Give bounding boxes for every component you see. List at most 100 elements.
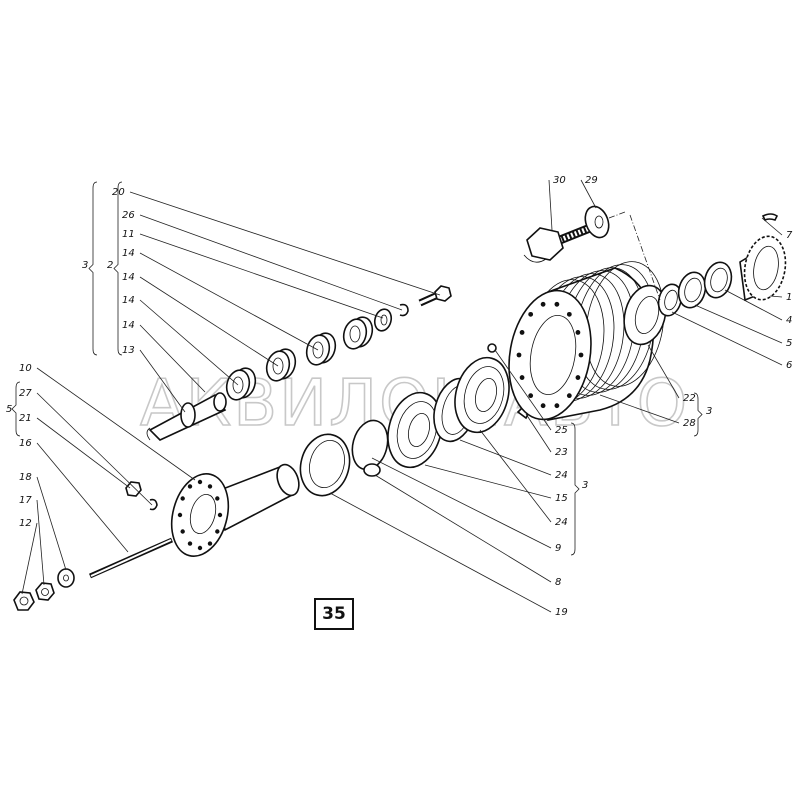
part-bushing-14: [342, 316, 374, 350]
part-bolt-20: [418, 285, 452, 307]
callout-label-4: 4: [786, 315, 792, 326]
callout-label-14: 14: [122, 272, 135, 283]
leader-line: [36, 499, 45, 586]
callout-label-19: 19: [555, 607, 568, 618]
leader-line: [494, 349, 552, 431]
callout-label-27: 27: [19, 388, 32, 399]
leader-line: [374, 474, 552, 583]
leader-line: [761, 217, 783, 236]
part-clip-27: [149, 498, 158, 511]
callout-label-14: 14: [122, 320, 135, 331]
leader-line: [139, 349, 186, 413]
part-washer-29: [584, 205, 610, 239]
part-seal-ring-19: [299, 433, 351, 497]
group-label-3: 3: [82, 260, 88, 271]
leader-line: [329, 492, 552, 613]
callout-label-24: 24: [555, 470, 568, 481]
callout-label-15: 15: [555, 493, 568, 504]
part-axle-13: [146, 392, 227, 441]
callout-label-8: 8: [555, 577, 561, 588]
callout-label-16: 16: [19, 438, 32, 449]
callout-label-22: 22: [683, 393, 696, 404]
part-washer-18: [57, 568, 75, 588]
part-gear-1: [739, 235, 787, 302]
part-clip-26: [399, 303, 409, 317]
group-label-2: 2: [107, 260, 113, 271]
callout-label-29: 29: [585, 175, 598, 186]
leader-line: [548, 179, 553, 231]
leader-line: [139, 214, 403, 311]
callout-label-28: 28: [683, 418, 696, 429]
part-ring-5: [677, 271, 707, 309]
figure-number-box: 35: [314, 598, 354, 630]
leader-line: [479, 429, 552, 523]
group-bracket: [693, 392, 703, 437]
leader-line: [647, 344, 680, 399]
part-snap-ring-8: [363, 463, 381, 477]
callout-label-6: 6: [786, 360, 792, 371]
leader-line: [371, 457, 552, 549]
callout-label-21: 21: [19, 413, 32, 424]
leader-line: [36, 367, 196, 481]
leader-line: [129, 191, 441, 296]
leader-line: [36, 417, 131, 489]
part-plug-25: [487, 343, 497, 353]
callout-label-10: 10: [19, 363, 32, 374]
leader-line: [139, 233, 384, 319]
assembly-line: [608, 211, 661, 301]
leader-line: [769, 295, 783, 298]
callout-label-25: 25: [555, 425, 568, 436]
part-pulley-drum-28: [508, 261, 665, 421]
leader-line: [671, 311, 783, 366]
leader-line: [139, 276, 279, 367]
part-stud-16: [88, 537, 174, 579]
part-bearing-24: [454, 356, 510, 434]
group-label-5: 5: [6, 404, 12, 415]
leader-line: [36, 442, 129, 553]
callout-label-17: 17: [19, 495, 32, 506]
callout-label-30: 30: [553, 175, 566, 186]
leader-line: [36, 392, 153, 506]
part-washer-11: [373, 308, 393, 332]
group-bracket: [570, 422, 580, 556]
group-bracket: [113, 181, 123, 356]
group-label-3: 3: [582, 480, 588, 491]
callout-label-23: 23: [555, 447, 568, 458]
group-bracket: [11, 381, 21, 437]
callout-label-18: 18: [19, 472, 32, 483]
leader-line: [36, 476, 67, 571]
part-nut-21: [125, 481, 142, 497]
leader-line: [599, 394, 680, 424]
callout-label-14: 14: [122, 248, 135, 259]
leader-line: [424, 464, 552, 499]
callout-label-5: 5: [786, 338, 792, 349]
callout-label-13: 13: [122, 345, 135, 356]
part-bushing-14: [305, 332, 337, 366]
group-bracket: [88, 181, 98, 356]
group-label-3: 3: [706, 406, 712, 417]
part-seal-22: [623, 284, 667, 346]
leader-line: [525, 413, 552, 453]
leader-line: [21, 522, 38, 595]
leader-line: [459, 439, 552, 476]
leader-line: [139, 252, 319, 351]
part-lock-washer-6: [657, 283, 683, 317]
part-nut-12: [13, 591, 35, 611]
part-bearing-15: [387, 391, 443, 469]
leader-line: [694, 304, 783, 344]
leader-line: [724, 289, 783, 321]
callout-label-9: 9: [555, 543, 561, 554]
part-hub-10: [170, 463, 300, 557]
callout-label-1: 1: [786, 292, 792, 303]
leader-line: [580, 179, 597, 209]
callout-label-7: 7: [786, 230, 793, 241]
leader-line: [139, 324, 206, 393]
part-tension-bolt-30: [523, 223, 592, 263]
callout-label-24: 24: [555, 517, 568, 528]
callout-label-26: 26: [122, 210, 135, 221]
part-nut-17: [35, 582, 55, 601]
leader-line: [139, 299, 239, 386]
part-key-7: [761, 213, 779, 222]
callout-label-14: 14: [122, 295, 135, 306]
